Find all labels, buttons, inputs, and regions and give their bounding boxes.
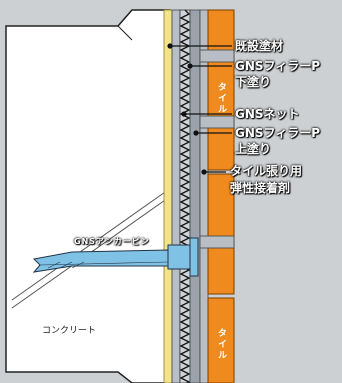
tile-3 bbox=[207, 297, 235, 383]
break-line-top bbox=[117, 25, 133, 41]
label-tile-upper: タイル bbox=[216, 82, 226, 115]
tile-2 bbox=[207, 173, 235, 295]
tile-stack bbox=[199, 9, 235, 383]
label-gns-filler-under-line1: GNSフィラーP bbox=[235, 59, 321, 73]
filler-base-layer bbox=[171, 9, 181, 383]
label-tile-adhesive-line1: タイル張り用 bbox=[230, 164, 303, 178]
label-existing-coating: 既設塗材 bbox=[235, 39, 284, 53]
leader-lines bbox=[167, 43, 232, 175]
label-gns-filler-under-line2: 下塗り bbox=[235, 75, 272, 89]
tile-1 bbox=[207, 9, 235, 171]
label-gns-net: GNSネット bbox=[235, 107, 300, 121]
anchor-pin bbox=[32, 237, 199, 277]
label-tile-adhesive-line2: 弾性接着剤 bbox=[230, 181, 291, 195]
label-tile-lower: タイル bbox=[216, 328, 226, 361]
tile-joint-3 bbox=[199, 235, 235, 249]
label-concrete: コンクリート bbox=[42, 326, 97, 336]
concrete-body bbox=[5, 9, 171, 383]
tile-joint-1 bbox=[199, 49, 235, 63]
label-gns-filler-top-line1: GNSフィラーP bbox=[235, 126, 321, 140]
tile-joint-2 bbox=[199, 115, 235, 129]
label-anchor-pin: GNSアンカーピン bbox=[74, 237, 150, 246]
label-gns-filler-top-line2: 上塗り bbox=[235, 142, 272, 156]
existing-coating-layer bbox=[163, 9, 173, 383]
net-zigzag bbox=[179, 9, 191, 383]
crack-line-1 bbox=[11, 189, 169, 301]
